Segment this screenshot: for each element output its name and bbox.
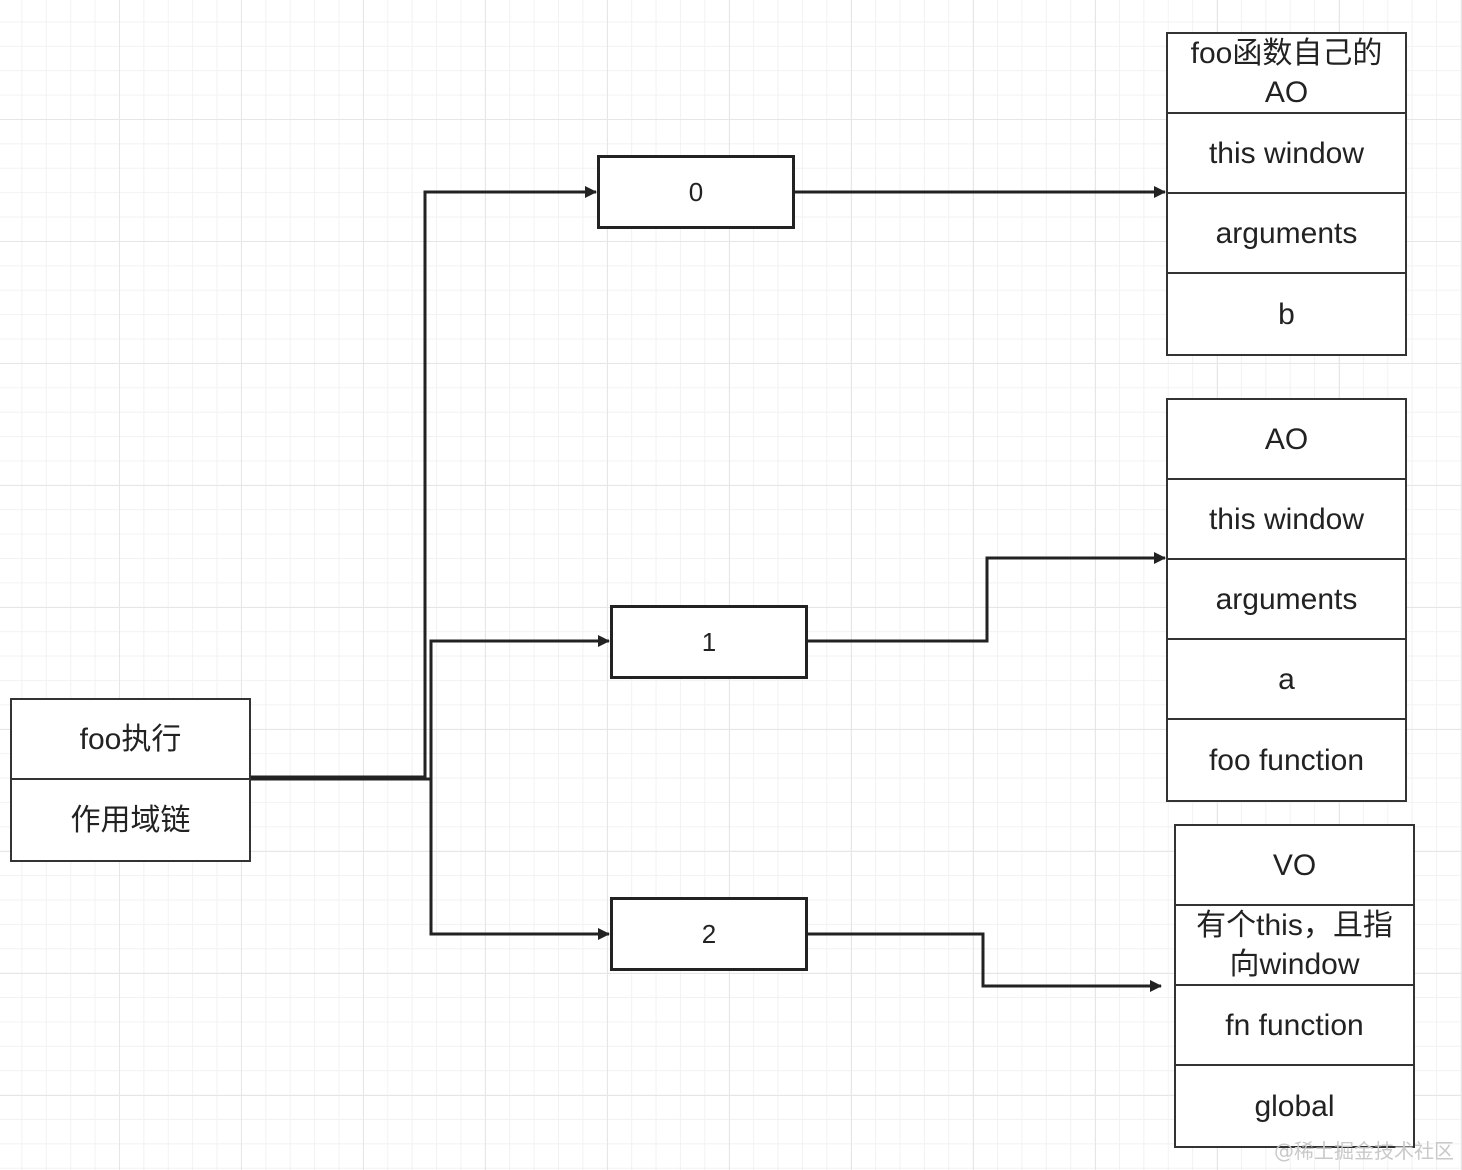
node-1-to-ao-arrow: [807, 552, 1166, 643]
foo-ao-title: foo函数自己的AO: [1168, 34, 1405, 114]
ao-this: this window: [1168, 480, 1405, 560]
ao-title: AO: [1168, 400, 1405, 480]
vo-fn-function: fn function: [1176, 986, 1413, 1066]
foo-exec-label: foo执行: [12, 700, 249, 780]
node-2-to-vo-arrow: [807, 932, 1162, 992]
chain-node-1: 1: [610, 605, 808, 679]
foo-ao-b: b: [1278, 297, 1295, 331]
vo-box: VO 有个this，且指向window fn function global: [1174, 824, 1415, 1148]
ao-foo-function: foo function: [1208, 743, 1365, 777]
foo-ao-arguments: arguments: [1168, 194, 1405, 274]
chain-node-0: 0: [597, 155, 795, 229]
ao-arguments: arguments: [1168, 560, 1405, 640]
foo-ao-this: this window: [1168, 114, 1405, 194]
watermark: @稀土掘金技术社区: [1274, 1139, 1454, 1163]
vo-this: 有个this，且指向window: [1176, 906, 1413, 986]
chain-node-2: 2: [610, 897, 808, 971]
chain-to-node-1-arrow: [250, 635, 610, 781]
scope-chain-label: 作用域链: [70, 803, 191, 837]
ao-box: AO this window arguments a foo function: [1166, 398, 1407, 802]
vo-global: global: [1254, 1089, 1335, 1123]
scope-chain-box: foo执行 作用域链: [10, 698, 251, 862]
ao-a: a: [1168, 640, 1405, 720]
foo-ao-box: foo函数自己的AO this window arguments b: [1166, 32, 1407, 356]
vo-title: VO: [1176, 826, 1413, 906]
chain-to-node-2-arrow: [250, 777, 610, 940]
chain-to-node-0-arrow: [250, 186, 597, 779]
